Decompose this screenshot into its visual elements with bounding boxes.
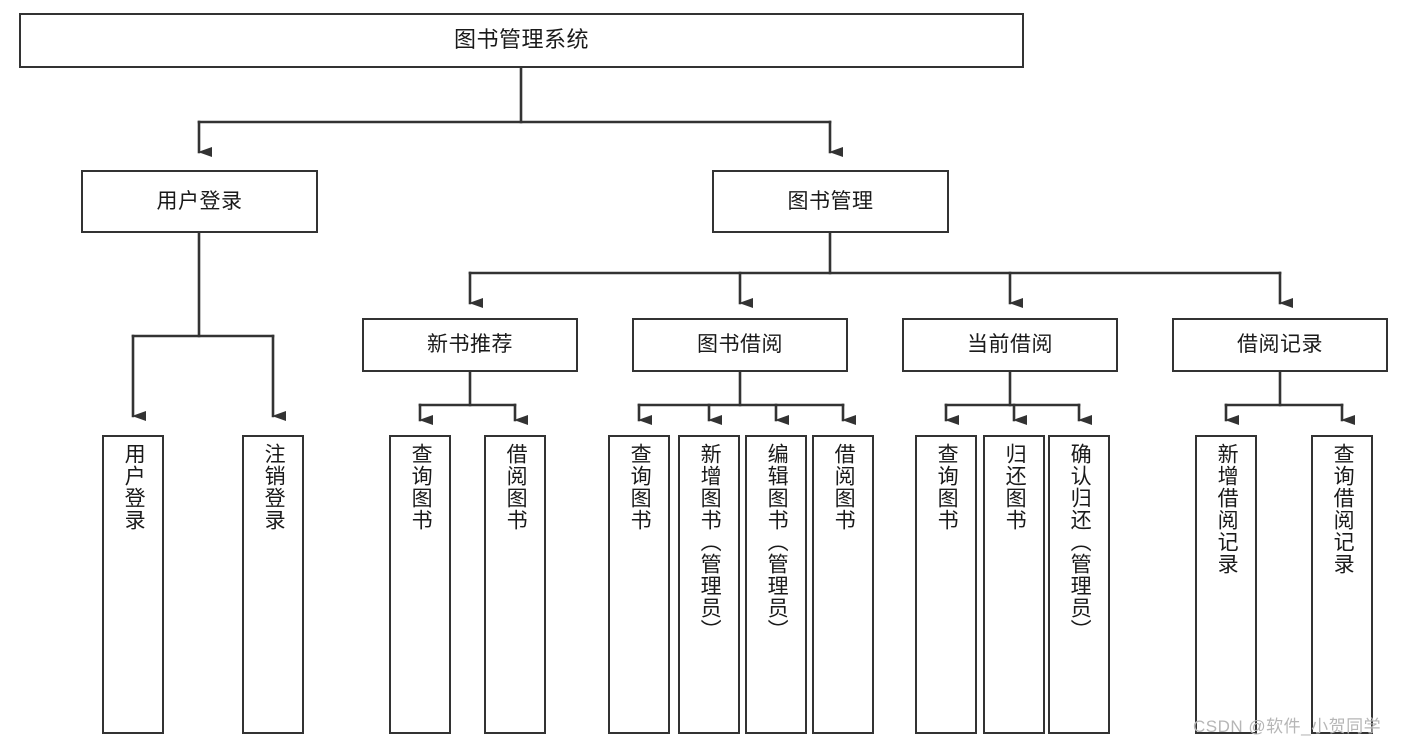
node-label: 编辑图书（管理员） bbox=[765, 443, 789, 641]
node-label: 借阅图书 bbox=[832, 443, 856, 531]
node-label: 图书借阅 bbox=[697, 333, 783, 357]
node-label: 查询图书 bbox=[628, 443, 652, 531]
node-leaf-confirm-return[interactable]: 确认归还（管理员） bbox=[1048, 435, 1110, 734]
node-leaf-query-book-borrow[interactable]: 查询图书 bbox=[608, 435, 670, 734]
node-label: 用户登录 bbox=[122, 443, 146, 531]
node-leaf-query-record[interactable]: 查询借阅记录 bbox=[1311, 435, 1373, 734]
node-book-borrow[interactable]: 图书借阅 bbox=[632, 318, 848, 372]
node-leaf-query-book-recommend[interactable]: 查询图书 bbox=[389, 435, 451, 734]
node-leaf-add-record[interactable]: 新增借阅记录 bbox=[1195, 435, 1257, 734]
node-label: 查询图书 bbox=[409, 443, 433, 531]
node-label: 图书管理系统 bbox=[453, 27, 589, 53]
node-new-book-recommend[interactable]: 新书推荐 bbox=[362, 318, 578, 372]
node-leaf-user-login[interactable]: 用户登录 bbox=[102, 435, 164, 734]
node-leaf-borrow-book-recommend[interactable]: 借阅图书 bbox=[484, 435, 546, 734]
node-label: 新增图书（管理员） bbox=[698, 443, 722, 641]
node-label: 确认归还（管理员） bbox=[1068, 443, 1092, 641]
node-label: 新增借阅记录 bbox=[1215, 443, 1239, 575]
watermark: CSDN @软件_小贺同学 bbox=[1193, 717, 1382, 736]
node-label: 当前借阅 bbox=[967, 333, 1053, 357]
node-label: 用户登录 bbox=[156, 189, 243, 213]
node-leaf-logout-login[interactable]: 注销登录 bbox=[242, 435, 304, 734]
node-label: 归还图书 bbox=[1003, 443, 1027, 531]
node-label: 查询图书 bbox=[935, 443, 959, 531]
node-book-manage[interactable]: 图书管理 bbox=[712, 170, 949, 233]
node-label: 借阅图书 bbox=[504, 443, 528, 531]
node-leaf-borrow-book[interactable]: 借阅图书 bbox=[812, 435, 874, 734]
node-label: 查询借阅记录 bbox=[1331, 443, 1355, 575]
node-root-system[interactable]: 图书管理系统 bbox=[19, 13, 1024, 68]
node-leaf-add-book[interactable]: 新增图书（管理员） bbox=[678, 435, 740, 734]
node-label: 新书推荐 bbox=[427, 333, 513, 357]
node-label: 借阅记录 bbox=[1237, 333, 1323, 357]
node-borrow-record[interactable]: 借阅记录 bbox=[1172, 318, 1388, 372]
node-user-login[interactable]: 用户登录 bbox=[81, 170, 318, 233]
node-label: 注销登录 bbox=[262, 443, 286, 531]
node-label: 图书管理 bbox=[787, 189, 874, 213]
node-leaf-query-book-current[interactable]: 查询图书 bbox=[915, 435, 977, 734]
node-current-borrow[interactable]: 当前借阅 bbox=[902, 318, 1118, 372]
node-leaf-return-book[interactable]: 归还图书 bbox=[983, 435, 1045, 734]
node-leaf-edit-book[interactable]: 编辑图书（管理员） bbox=[745, 435, 807, 734]
